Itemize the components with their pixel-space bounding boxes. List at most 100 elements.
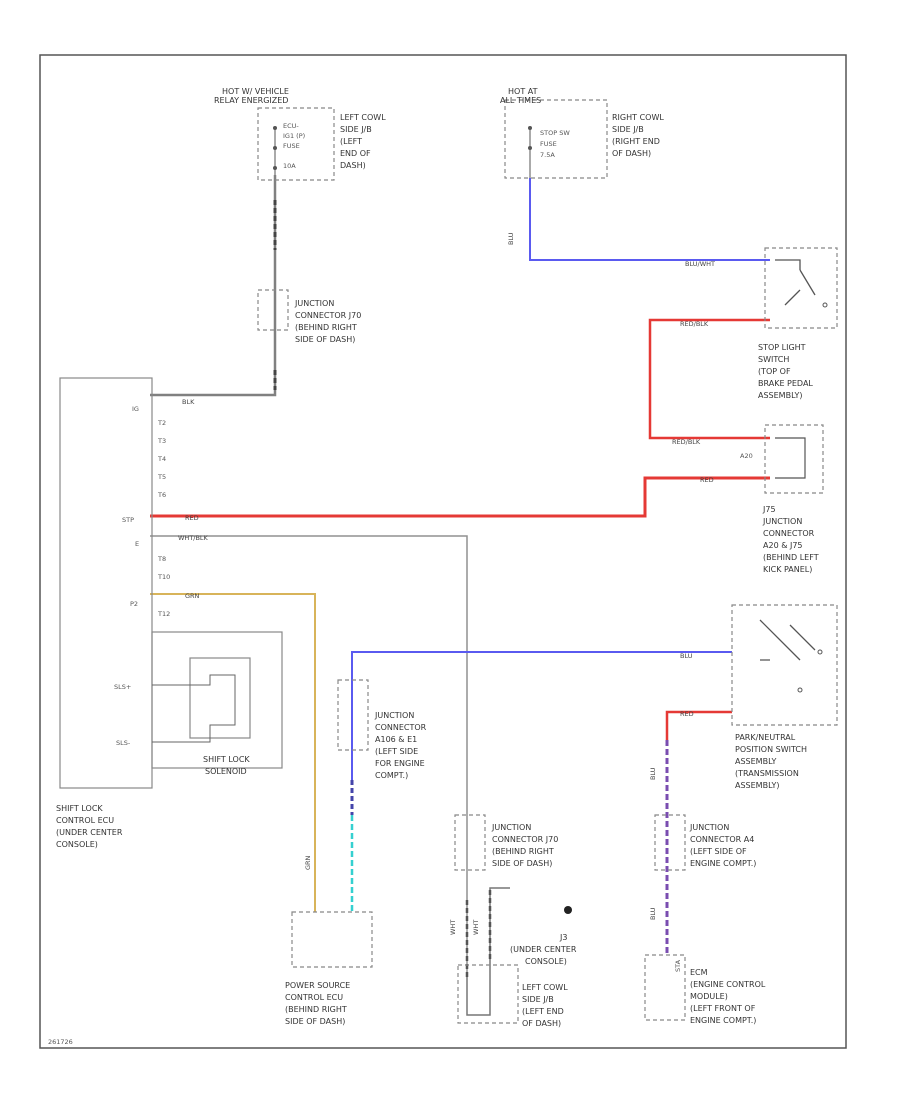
ecu-pin-e: E <box>135 540 139 548</box>
top-left-title-1: HOT W/ VEHICLE <box>222 87 289 96</box>
ecu-pin-t12: T12 <box>157 610 170 618</box>
wire-label-red-blk-2: RED/BLK <box>672 438 701 446</box>
cowl-bottom-line-1: LEFT COWL <box>522 983 568 992</box>
wire-label-red-2: RED <box>185 514 199 522</box>
ecu-pin-p2: P2 <box>130 600 138 608</box>
wire-label-grn-v: GRN <box>304 855 312 870</box>
ecu-sls-minus: SLS- <box>116 739 131 747</box>
power-source-ecu-box <box>291 911 373 968</box>
top-left-loc-5: DASH) <box>340 161 366 170</box>
fuse-left-name-3: FUSE <box>283 142 300 150</box>
jc-upper-line-3: (BEHIND RIGHT <box>295 323 357 332</box>
jc-right-line-6: KICK PANEL) <box>763 565 812 574</box>
ecu-pin-t3: T3 <box>157 437 166 445</box>
junction-j70-lower <box>454 814 486 871</box>
ecu-pin-t6: T6 <box>157 491 166 499</box>
shift-lock-ecu-box <box>59 377 153 789</box>
wire-label-blu-v3: BLU <box>649 907 657 920</box>
fuse-left-name-4: 10A <box>283 162 296 170</box>
jc-mid-line-2: CONNECTOR <box>375 723 427 732</box>
ground-line-3: CONSOLE) <box>525 957 567 966</box>
jc-bottom-right-line-4: ENGINE COMPT.) <box>690 859 756 868</box>
ecu-pin-t5: T5 <box>157 473 166 481</box>
stop-switch-line-3: (TOP OF <box>758 367 791 376</box>
wire-red-stp <box>150 476 770 518</box>
wire-label-red-1: RED <box>700 476 714 484</box>
park-switch-line-1: PARK/NEUTRAL <box>735 733 796 742</box>
top-right-loc-1: RIGHT COWL <box>612 113 664 122</box>
fuse-right-name-3: 7.5A <box>540 151 555 159</box>
park-switch-line-4: (TRANSMISSION <box>735 769 799 778</box>
fuse-left-name-2: IG1 (P) <box>283 132 305 140</box>
jc-mid-line-5: FOR ENGINE <box>375 759 425 768</box>
wire-label-red-blk-1: RED/BLK <box>680 320 709 328</box>
ecu-pin-t2: T2 <box>157 419 166 427</box>
top-left-loc-1: LEFT COWL <box>340 113 386 122</box>
jc-mid-line-6: COMPT.) <box>375 771 408 780</box>
wire-blu <box>351 651 732 780</box>
stop-switch-line-2: SWITCH <box>758 355 789 364</box>
ecu-pin-t10: T10 <box>157 573 170 581</box>
jc-mid-line-3: A106 & E1 <box>375 735 417 744</box>
wire-blk-ig <box>150 175 277 397</box>
ecu-line-4: CONSOLE) <box>56 840 98 849</box>
top-left-title-2: RELAY ENERGIZED <box>214 96 288 105</box>
stop-switch-line-1: STOP LIGHT <box>758 343 806 352</box>
ground-line-1: J3 <box>559 933 567 942</box>
jc-bottom-right-line-1: JUNCTION <box>689 823 729 832</box>
junction-j70-upper <box>257 289 289 331</box>
stop-light-switch-box <box>764 247 838 329</box>
fuse-right-name-2: FUSE <box>540 140 557 148</box>
ecu-pin-t4: T4 <box>157 455 166 463</box>
wire-label-blu-wht: BLU/WHT <box>685 260 715 268</box>
jc-bottom-mid-line-4: SIDE OF DASH) <box>492 859 552 868</box>
jc-bottom-mid-line-3: (BEHIND RIGHT <box>492 847 554 856</box>
jc-bottom-right-line-3: (LEFT SIDE OF <box>690 847 747 856</box>
ecu-pin-stp: STP <box>122 516 134 524</box>
ecu-line-3: (UNDER CENTER <box>56 828 123 837</box>
fuse-left-name-1: ECU- <box>283 122 299 130</box>
wire-grn <box>150 593 316 912</box>
jc-right-pin-a: A20 <box>740 452 753 460</box>
wire-ground <box>466 887 510 1016</box>
wire-label-blk: BLK <box>182 398 195 406</box>
wire-label-blu: BLU <box>680 652 693 660</box>
power-ecu-line-2: CONTROL ECU <box>285 993 343 1002</box>
fuse-box-right <box>504 99 608 179</box>
jc-bottom-right-line-2: CONNECTOR A4 <box>690 835 754 844</box>
ecm-line-1: ECM <box>690 968 708 977</box>
wire-label-wht-blk: WHT/BLK <box>178 534 209 542</box>
top-right-loc-3: (RIGHT END <box>612 137 660 146</box>
jc-bottom-mid-line-1: JUNCTION <box>491 823 531 832</box>
ecm-line-3: MODULE) <box>690 992 728 1001</box>
jc-mid-line-1: JUNCTION <box>374 711 414 720</box>
jc-right-line-3: CONNECTOR <box>763 529 815 538</box>
jc-right-line-2: JUNCTION <box>762 517 802 526</box>
jc-right-line-5: (BEHIND LEFT <box>763 553 819 562</box>
wire-label-wht-v2: WHT <box>472 920 480 935</box>
jc-upper-line-2: CONNECTOR J70 <box>295 311 361 320</box>
top-left-loc-3: (LEFT <box>340 137 362 146</box>
wire-label-red-3: RED <box>680 710 694 718</box>
wire-label-grn: GRN <box>185 592 200 600</box>
cowl-bottom-line-3: (LEFT END <box>522 1007 564 1016</box>
ecm-line-2: (ENGINE CONTROL <box>690 980 766 989</box>
solenoid-housing <box>151 631 283 769</box>
park-switch-line-2: POSITION SWITCH <box>735 745 807 754</box>
ecu-sls-plus: SLS+ <box>114 683 131 691</box>
solenoid-line-1: SHIFT LOCK <box>203 755 250 764</box>
ground-point <box>564 906 572 914</box>
park-switch-line-3: ASSEMBLY <box>735 757 776 766</box>
wire-wht-blk <box>150 535 468 975</box>
wire-label-blu-v2: BLU <box>649 767 657 780</box>
power-ecu-line-4: SIDE OF DASH) <box>285 1017 345 1026</box>
fuse-box-left <box>257 107 335 181</box>
cowl-bottom-line-4: OF DASH) <box>522 1019 561 1028</box>
top-left-loc-2: SIDE J/B <box>340 125 372 134</box>
jc-upper-line-1: JUNCTION <box>294 299 334 308</box>
ecu-pin-ig: IG <box>132 405 139 413</box>
ecu-line-2: CONTROL ECU <box>56 816 114 825</box>
jc-right-line-4: A20 & J75 <box>763 541 803 550</box>
diagram-frame <box>39 54 847 1049</box>
wire-blu-wht <box>529 178 770 261</box>
